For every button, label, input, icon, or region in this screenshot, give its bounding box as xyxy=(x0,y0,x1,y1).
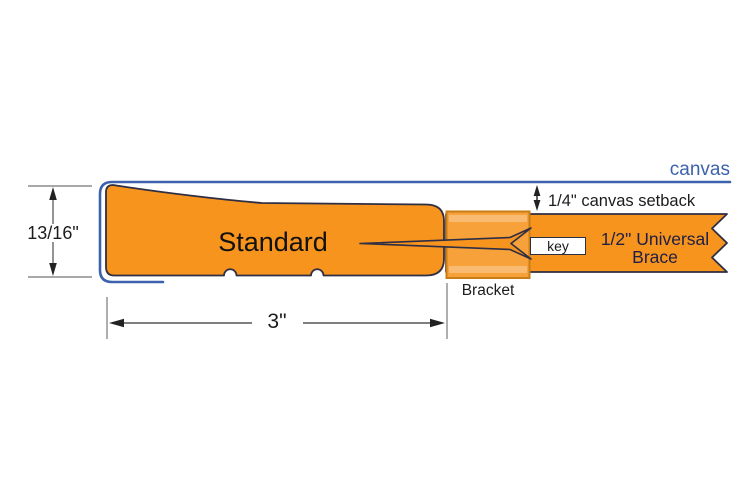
universal-brace-label-line1: 1/2" Universal xyxy=(600,229,710,249)
height-dimension-lines xyxy=(28,185,92,278)
width-dimension-label: 3" xyxy=(267,310,287,333)
arrow-down-icon xyxy=(49,263,57,276)
arrow-up-icon xyxy=(49,187,57,200)
canvas-line xyxy=(98,180,732,284)
setback-dimension-lines xyxy=(533,185,541,211)
universal-brace-label: 1/2" Universal Brace xyxy=(590,230,720,266)
key-label: key xyxy=(547,238,569,254)
bracket-label: Bracket xyxy=(461,282,515,299)
key-shape xyxy=(359,227,532,260)
arrow-up-icon xyxy=(533,185,541,196)
canvas-label: canvas xyxy=(669,159,730,180)
width-dimension-lines xyxy=(106,283,448,339)
profile-name-label: Standard xyxy=(218,227,328,257)
arrow-left-icon xyxy=(109,318,124,328)
arrow-right-icon xyxy=(430,318,445,328)
canvas-setback-label: 1/4" canvas setback xyxy=(548,192,696,210)
stretcher-profile-shape xyxy=(105,184,445,277)
height-dimension-label: 13/16" xyxy=(27,223,79,243)
arrow-down-icon xyxy=(533,200,541,211)
key-label-box: key xyxy=(530,237,586,255)
universal-brace-label-line2: Brace xyxy=(632,247,678,267)
